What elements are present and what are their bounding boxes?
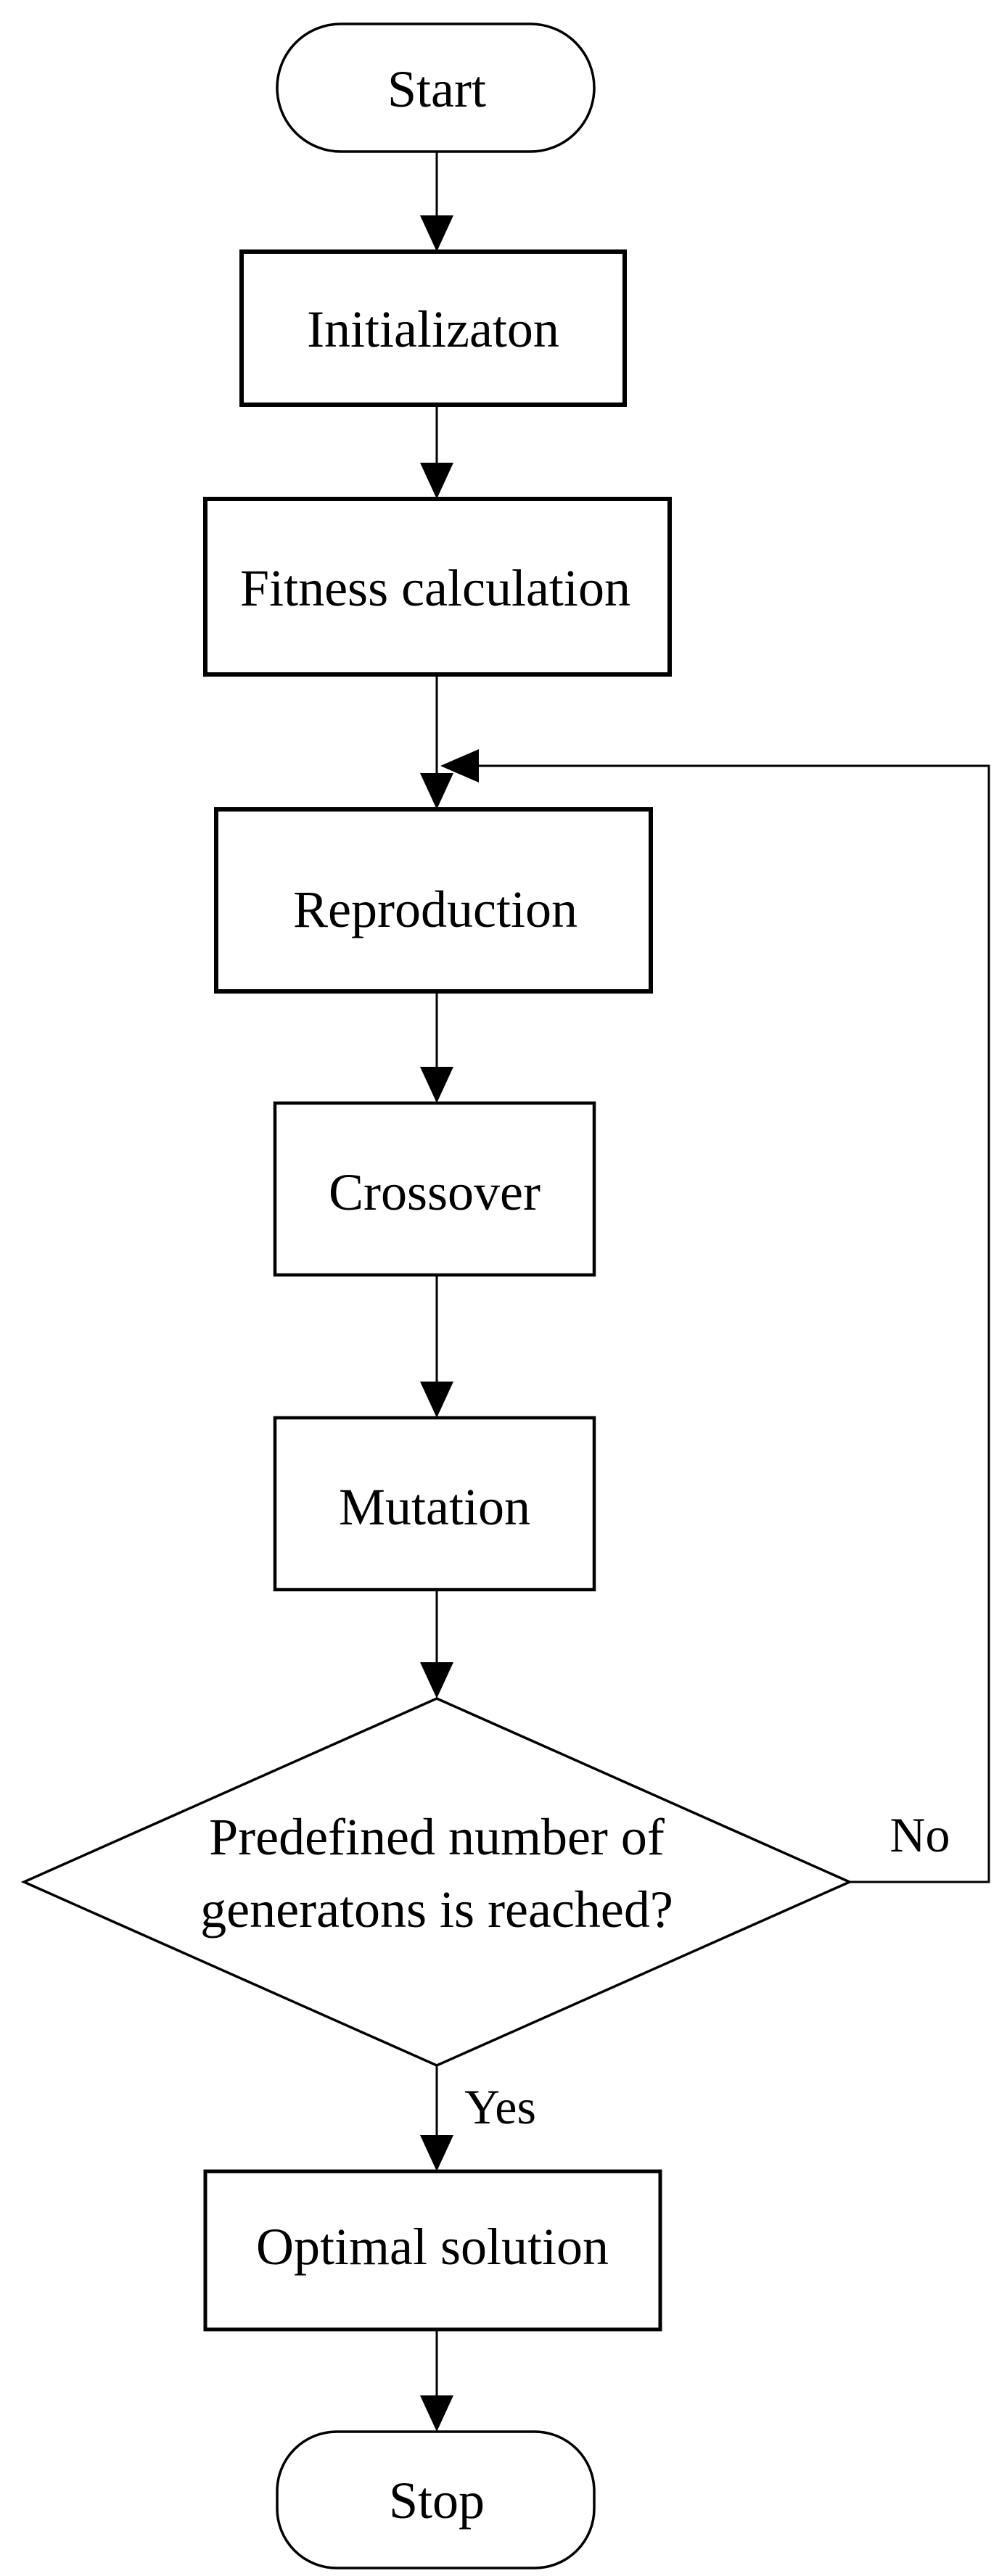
feedback-loop-path [477,764,990,1883]
node-start: Start [276,22,596,153]
optimal-solution-shape [203,2169,662,2332]
arrowhead-optimal-stop [420,2395,453,2432]
mutation-label: Mutation [339,1478,530,1536]
mutation-shape [273,1416,596,1592]
arrowhead-start-initialization [420,215,453,252]
edge-label-yes: Yes [464,2079,536,2134]
node-crossover: Crossover [273,1101,596,1277]
fitness-calculation-label: Fitness calculation [240,559,630,617]
node-optimal-solution: Optimal solution [203,2169,662,2332]
node-reproduction: Reproduction [214,807,653,994]
edge-label-no: No [889,1807,950,1862]
initialization-shape [239,249,627,407]
decision-label-line1: Predefined number of [209,1808,665,1866]
reproduction-label: Reproduction [293,880,578,938]
node-decision: Predefined number of generatons is reach… [20,1697,853,2067]
arrowhead-crossover-mutation [420,1382,453,1418]
crossover-label: Crossover [329,1163,541,1221]
node-mutation: Mutation [273,1416,596,1592]
node-stop: Stop [276,2430,596,2569]
node-fitness-calculation: Fitness calculation [203,497,672,677]
stop-shape [276,2430,596,2569]
arrowhead-decision-optimal [420,2135,453,2171]
decision-label-line2: generatons is reached? [200,1881,673,1939]
optimal-solution-label: Optimal solution [256,2218,609,2276]
initialization-label: Initializaton [307,300,559,358]
arrowhead-reproduction-crossover [420,1067,453,1103]
node-initialization: Initializaton [239,249,627,407]
arrowhead-initialization-fitness [420,463,453,499]
stop-label: Stop [389,2472,485,2530]
arrowhead-fitness-reproduction [420,773,453,809]
crossover-shape [273,1101,596,1277]
start-label: Start [387,60,486,118]
arrowhead-feedback-loop [440,749,479,783]
reproduction-shape [214,807,653,994]
arrowhead-mutation-decision [420,1662,453,1698]
